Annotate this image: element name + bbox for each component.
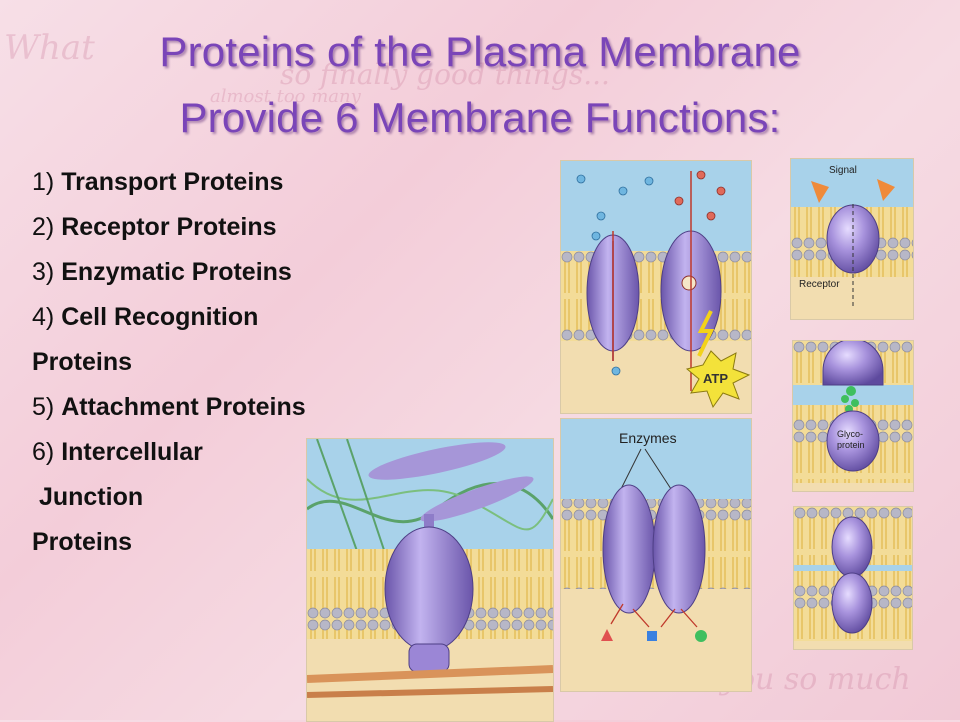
transport-protein-figure: ATP <box>560 160 752 414</box>
atp-label: ATP <box>703 371 728 386</box>
list-item: Proteins <box>32 528 133 556</box>
background-script-too-many: almost too many <box>210 86 361 107</box>
list-item: Proteins <box>32 348 133 376</box>
signal-label: Signal <box>829 165 857 176</box>
attachment-protein-figure <box>306 438 554 722</box>
list-item: 2) Receptor Proteins <box>32 213 277 241</box>
list-item: 1) Transport Proteins <box>32 168 284 196</box>
background-script-what: What <box>4 28 95 68</box>
cell-recognition-figure: Glyco- protein <box>792 340 914 492</box>
list-item: 6) Intercellular <box>32 438 203 466</box>
list-item: 4) Cell Recognition <box>32 303 259 331</box>
background-script-good-things: so finally good things... <box>280 58 610 91</box>
list-item: Junction <box>32 483 144 511</box>
list-item: 3) Enzymatic Proteins <box>32 258 292 286</box>
slide-title-line-2: Provide 6 Membrane Functions: <box>179 94 781 141</box>
glyco-label-line-2: protein <box>837 440 865 450</box>
function-list: 1) Transport Proteins 2) Receptor Protei… <box>32 160 452 565</box>
enzymes-label: Enzymes <box>619 430 677 446</box>
intercellular-junction-figure <box>793 506 913 650</box>
enzymatic-protein-figure: Enzymes <box>560 418 752 692</box>
slide-title-line-1: Proteins of the Plasma Membrane <box>159 28 801 75</box>
glyco-label-line-1: Glyco- <box>837 429 863 439</box>
receptor-protein-figure: Signal Receptor <box>790 158 914 320</box>
receptor-label: Receptor <box>799 279 840 290</box>
list-item: 5) Attachment Proteins <box>32 393 306 421</box>
